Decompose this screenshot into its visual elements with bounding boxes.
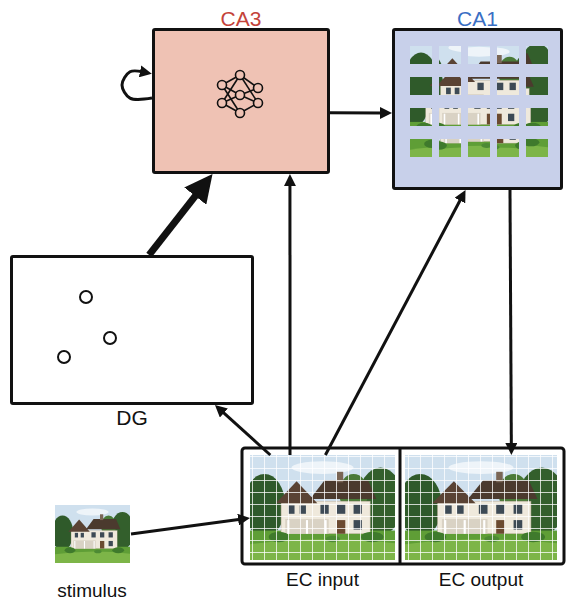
region-label: CA1 [457,7,498,30]
label-holder: CA3 [155,7,327,30]
dg-box: DG [10,255,254,405]
label-holder: EC input [250,570,395,591]
stimulus-image: stimulus [53,505,131,563]
sparse-units [58,291,116,363]
mosaic-tile [411,63,532,145]
mosaic-tile [397,63,518,145]
arrow [222,411,270,455]
label-holder: DG [13,406,251,429]
house-image [244,455,403,560]
ec-frame [242,448,564,564]
image-grid [405,455,557,560]
ca1-box: CA1 [392,28,563,190]
label-holder: CA1 [395,7,560,30]
region-label: CA3 [221,7,262,30]
region-label: DG [116,406,148,429]
arrow [330,111,382,114]
ec-divider [399,448,402,564]
ec-input-panel: EC input [250,455,395,560]
arrow [122,71,152,99]
box-fill [11,256,253,404]
mosaic [397,34,555,164]
mosaic-tile [425,63,546,145]
mosaic-tile [416,63,537,145]
mosaic-tile [419,80,540,162]
house-image [52,505,134,563]
box-fill [393,29,562,189]
box-fill [153,29,329,173]
region-label: stimulus [57,581,127,602]
arrow [288,184,291,455]
ec-output-panel: EC output [405,455,557,560]
mosaic-tile [433,78,554,160]
image-grid [250,455,395,560]
arrow [149,192,199,255]
region-label: EC input [286,570,359,591]
arrow [131,519,240,534]
arrow [510,190,511,445]
label-holder: stimulus [53,581,131,602]
arrow [325,198,461,455]
ca3-box: CA3 [152,28,330,174]
label-holder: EC output [405,570,557,591]
house-image [398,455,565,560]
network-icon [218,71,263,118]
mosaic-tile [435,63,556,145]
region-label: EC output [439,570,524,591]
mosaic-tile [433,34,554,116]
